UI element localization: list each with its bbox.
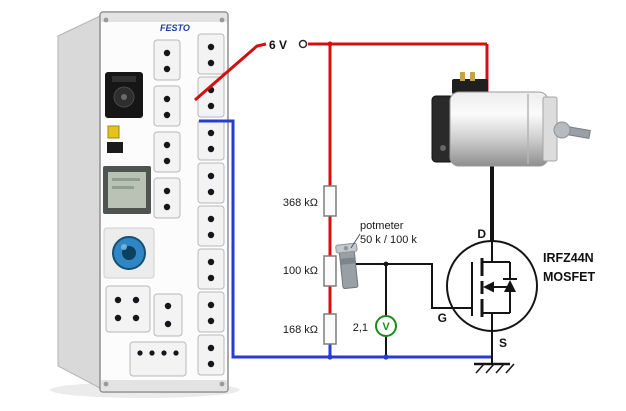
device-top-strip xyxy=(101,13,227,22)
potmeter-range-label: 50 k / 100 k xyxy=(360,234,417,246)
device-side-panel xyxy=(57,15,101,389)
mosfet-diode-triangle xyxy=(504,280,516,292)
panel-screw xyxy=(103,381,109,387)
festo-logo: FESTO xyxy=(160,23,190,33)
potmeter-trimmer xyxy=(335,242,359,290)
voltmeter-reading: 2,1 xyxy=(353,322,368,334)
junction-dot xyxy=(327,354,333,360)
motor-terminal xyxy=(470,72,475,81)
panel-screw xyxy=(219,381,225,387)
junction-dot xyxy=(383,261,389,267)
drain-pin-label: D xyxy=(477,227,486,241)
supply-terminal xyxy=(298,39,308,49)
voltmeter-symbol: V xyxy=(382,321,390,333)
resistor-r3 xyxy=(323,313,337,345)
voltmeter xyxy=(375,315,397,337)
positive-wire xyxy=(194,42,489,314)
motor-cap-detail xyxy=(440,145,446,151)
mosfet-type-label: MOSFET xyxy=(543,270,595,284)
mosfet-drain-path xyxy=(482,241,510,263)
r2-label: 100 kΩ xyxy=(283,265,318,277)
gate-pin-label: G xyxy=(438,311,447,325)
potmeter-label: potmeter xyxy=(360,220,404,232)
junction-dot xyxy=(383,354,389,360)
mosfet-source-path xyxy=(482,312,510,331)
signal-wires xyxy=(356,263,515,374)
yellow-indicator xyxy=(107,125,120,139)
r3-label: 168 kΩ xyxy=(283,324,318,336)
device-bottom-strip xyxy=(101,380,227,391)
motor-bushing xyxy=(553,121,571,139)
rotary-knob xyxy=(103,227,155,279)
mosfet-part-label: IRFZ44N xyxy=(543,251,594,265)
mosfet-body-arrow xyxy=(483,281,494,293)
gate-wire xyxy=(356,263,472,309)
junction-dot xyxy=(327,41,333,47)
motor-terminal xyxy=(460,72,465,81)
socket-groups-bottom xyxy=(105,285,187,377)
motor-body xyxy=(449,91,549,167)
resistor-r1 xyxy=(323,185,337,217)
lcd-display xyxy=(103,166,151,214)
panel-screw xyxy=(103,17,109,23)
dc-motor xyxy=(431,72,591,167)
supply-label: 6 V xyxy=(269,38,287,52)
small-switch xyxy=(107,142,123,153)
ground-hatching xyxy=(475,363,515,374)
resistor-r2 xyxy=(323,255,337,287)
labels: 6 V 368 kΩ 100 kΩ 168 kΩ potmeter 50 k /… xyxy=(269,38,595,350)
trainer-module: FESTO xyxy=(50,11,240,398)
r1-label: 368 kΩ xyxy=(283,197,318,209)
motor-brush-cap xyxy=(452,79,488,94)
mosfet-internals xyxy=(471,241,517,331)
source-pin-label: S xyxy=(499,336,507,350)
power-connector xyxy=(105,72,143,118)
potmeter-leader-line xyxy=(350,233,361,249)
panel-screw xyxy=(219,17,225,23)
mosfet-body-diode-lines xyxy=(503,262,517,313)
